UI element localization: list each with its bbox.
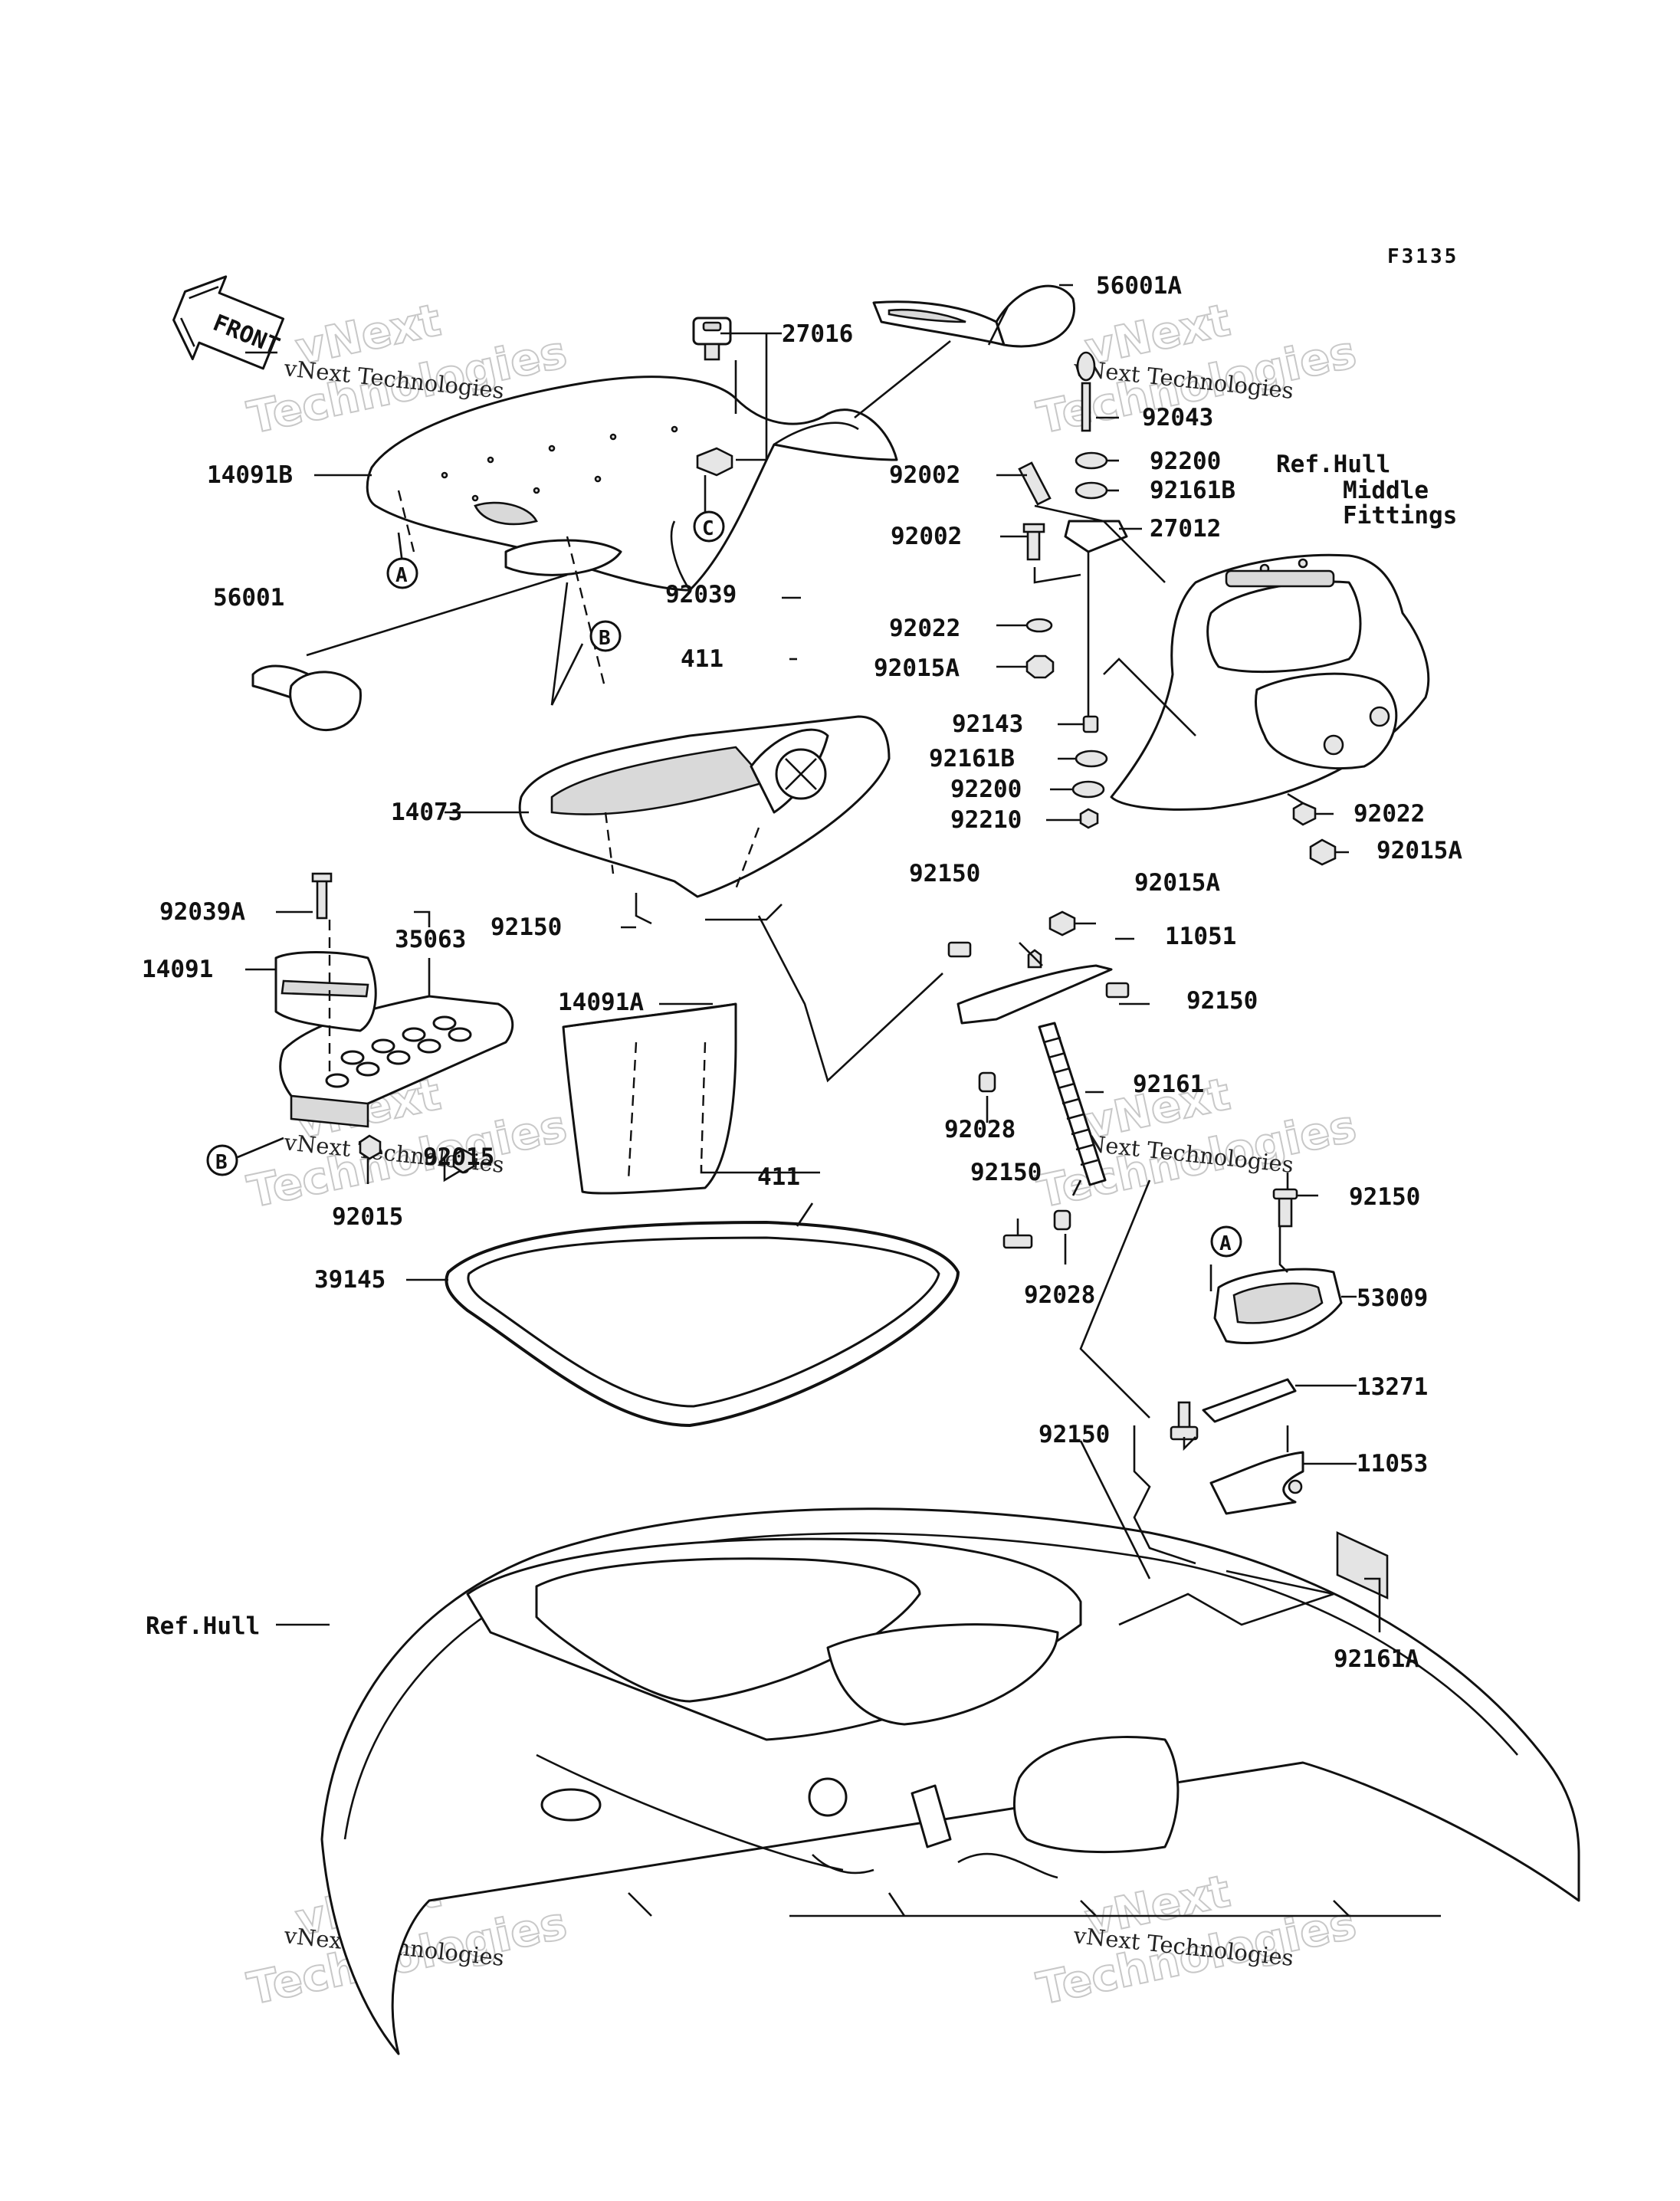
- svg-text:A: A: [395, 564, 408, 587]
- label-92015-tray: 92015: [423, 1143, 494, 1171]
- hardware-column-right: [1018, 351, 1337, 866]
- handle-grip-56001A: [872, 284, 1075, 348]
- label-92002-upper: 92002: [889, 461, 960, 489]
- label-92200-lower: 92200: [950, 776, 1022, 803]
- seat-cover-14091B: [366, 376, 898, 690]
- lid-14091: [274, 951, 377, 1032]
- label-14091: 14091: [142, 956, 213, 983]
- nut-92015: [359, 1134, 475, 1174]
- label-92015-lower: 92015: [332, 1203, 403, 1231]
- part-labels: 56001A 27016 92043 92200 92161B 92002 92…: [142, 272, 1462, 1673]
- label-92161A: 92161A: [1334, 1645, 1419, 1673]
- label-11051: 11051: [1165, 923, 1236, 950]
- label-92015A-right: 92015A: [1376, 837, 1462, 864]
- callout-B-lower: B: [206, 1144, 238, 1176]
- label-92161B-lower: 92161B: [929, 745, 1015, 772]
- label-92161B-upper: 92161B: [1150, 477, 1235, 504]
- callout-circles: A B C B A: [206, 510, 1242, 1258]
- gasket-39145: [445, 1221, 960, 1427]
- label-14091A: 14091A: [558, 989, 644, 1016]
- latch-53009: [1213, 1188, 1343, 1344]
- label-92200-upper: 92200: [1150, 448, 1221, 475]
- label-35063: 35063: [395, 926, 466, 953]
- label-92150-strut: 92150: [970, 1159, 1042, 1186]
- svg-text:C: C: [702, 517, 714, 540]
- label-92043: 92043: [1142, 404, 1213, 431]
- front-arrow: FRONT: [172, 275, 285, 370]
- label-11053: 11053: [1357, 1450, 1428, 1478]
- label-411-upper: 411: [681, 645, 724, 673]
- svg-text:B: B: [599, 627, 611, 650]
- label-92039A: 92039A: [159, 898, 245, 926]
- label-92150-bracket-right: 92150: [1186, 987, 1258, 1015]
- label-92015A-upper: 92015A: [874, 654, 960, 682]
- label-92150-latch: 92150: [1349, 1183, 1420, 1211]
- plate-13271: [1170, 1378, 1297, 1441]
- tray-holes: [325, 1015, 472, 1088]
- gas-strut-92161: [978, 1022, 1107, 1249]
- label-ref-hull-middle-line3: Fittings: [1343, 502, 1457, 530]
- callout-A-left: A: [386, 557, 418, 589]
- label-ref-hull: Ref.Hull: [146, 1612, 260, 1640]
- label-92028-lower: 92028: [1024, 1281, 1095, 1309]
- bracket-11051: [947, 910, 1130, 1025]
- label-14091B: 14091B: [207, 461, 293, 489]
- label-39145: 39145: [314, 1266, 386, 1294]
- label-92002-lower: 92002: [891, 523, 962, 550]
- label-92161: 92161: [1133, 1071, 1204, 1098]
- callout-C: C: [693, 510, 725, 543]
- seat-bolt-holes: [441, 425, 678, 502]
- label-92022-right: 92022: [1354, 800, 1425, 828]
- fastener-92039A: [311, 872, 333, 920]
- hull-body: [320, 1507, 1580, 2055]
- panel-14091A: [562, 1002, 737, 1195]
- label-ref-hull-middle-line1: Ref.Hull: [1276, 451, 1390, 478]
- storage-tray-14073: [518, 715, 891, 898]
- label-92150-plate: 92150: [1039, 1421, 1110, 1448]
- label-92210: 92210: [950, 806, 1022, 834]
- handle-grip-56001: [251, 664, 362, 732]
- callout-B-upper: B: [589, 620, 622, 652]
- label-92161A: [1336, 1530, 1389, 1600]
- label-92143: 92143: [952, 710, 1023, 738]
- label-92015A-bracket: 92015A: [1134, 869, 1220, 897]
- label-14073: 14073: [391, 799, 462, 826]
- label-92150-tray: 92150: [491, 914, 562, 941]
- label-92039: 92039: [665, 581, 737, 608]
- knob-27016: [692, 317, 733, 477]
- label-92150-bracket-left: 92150: [909, 860, 980, 887]
- label-27016: 27016: [782, 320, 853, 348]
- figure-code: F3135: [1387, 245, 1459, 268]
- label-27012: 27012: [1150, 515, 1221, 543]
- bracket-11053: [1209, 1451, 1304, 1515]
- label-56001: 56001: [213, 584, 284, 612]
- watermark-bottom-right: vNext Technologies: [1032, 1864, 1361, 2016]
- label-ref-hull-middle-line2: Middle: [1343, 477, 1429, 504]
- label-56001A: 56001A: [1096, 272, 1182, 300]
- svg-text:A: A: [1219, 1232, 1232, 1255]
- callout-A-right: A: [1210, 1225, 1242, 1258]
- label-53009: 53009: [1357, 1284, 1428, 1312]
- label-92028-upper: 92028: [944, 1116, 1016, 1143]
- label-411-lower: 411: [757, 1163, 800, 1191]
- svg-text:B: B: [215, 1151, 228, 1174]
- label-92022-upper: 92022: [889, 615, 960, 642]
- label-13271: 13271: [1357, 1373, 1428, 1401]
- hull-middle-fittings: [1110, 553, 1430, 811]
